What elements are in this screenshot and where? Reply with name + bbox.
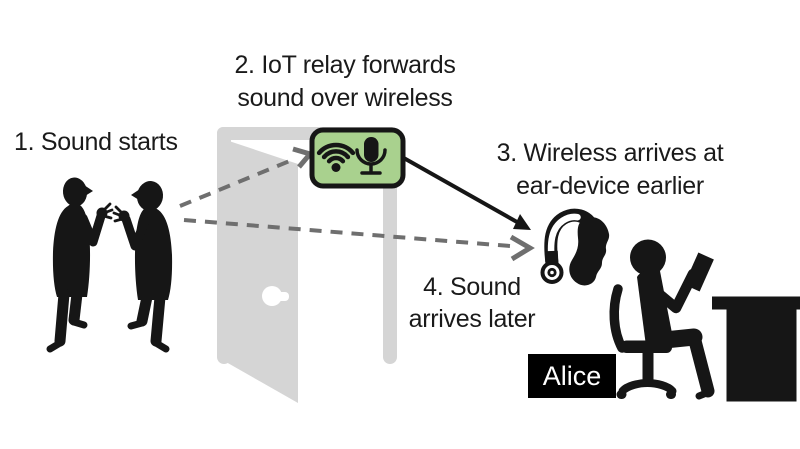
relay-to-ear-arrow <box>401 155 531 230</box>
step-4-label: 4. Sound arrives later <box>408 273 536 333</box>
desk <box>712 296 800 402</box>
hearing-aid-icon <box>540 208 610 286</box>
book-icon <box>684 252 714 292</box>
talking-people-icon <box>46 177 173 353</box>
step-2-label: 2. IoT relay forwards sound over wireles… <box>234 51 456 112</box>
microphone-icon <box>355 137 387 175</box>
iot-relay-box <box>309 127 406 189</box>
wifi-icon <box>316 142 356 172</box>
sound-to-ear-arrow <box>183 218 535 262</box>
speaker-left <box>46 177 114 353</box>
step-1-label: 1. Sound starts <box>14 128 178 156</box>
door-leaf <box>226 140 298 403</box>
alice-name-label: Alice <box>528 354 616 398</box>
listener-figure <box>609 239 800 402</box>
speaker-right <box>112 181 173 353</box>
person-reading <box>630 239 715 400</box>
step-3-label: 3. Wireless arrives at ear-device earlie… <box>496 139 724 200</box>
door-knob-stem <box>272 292 289 301</box>
